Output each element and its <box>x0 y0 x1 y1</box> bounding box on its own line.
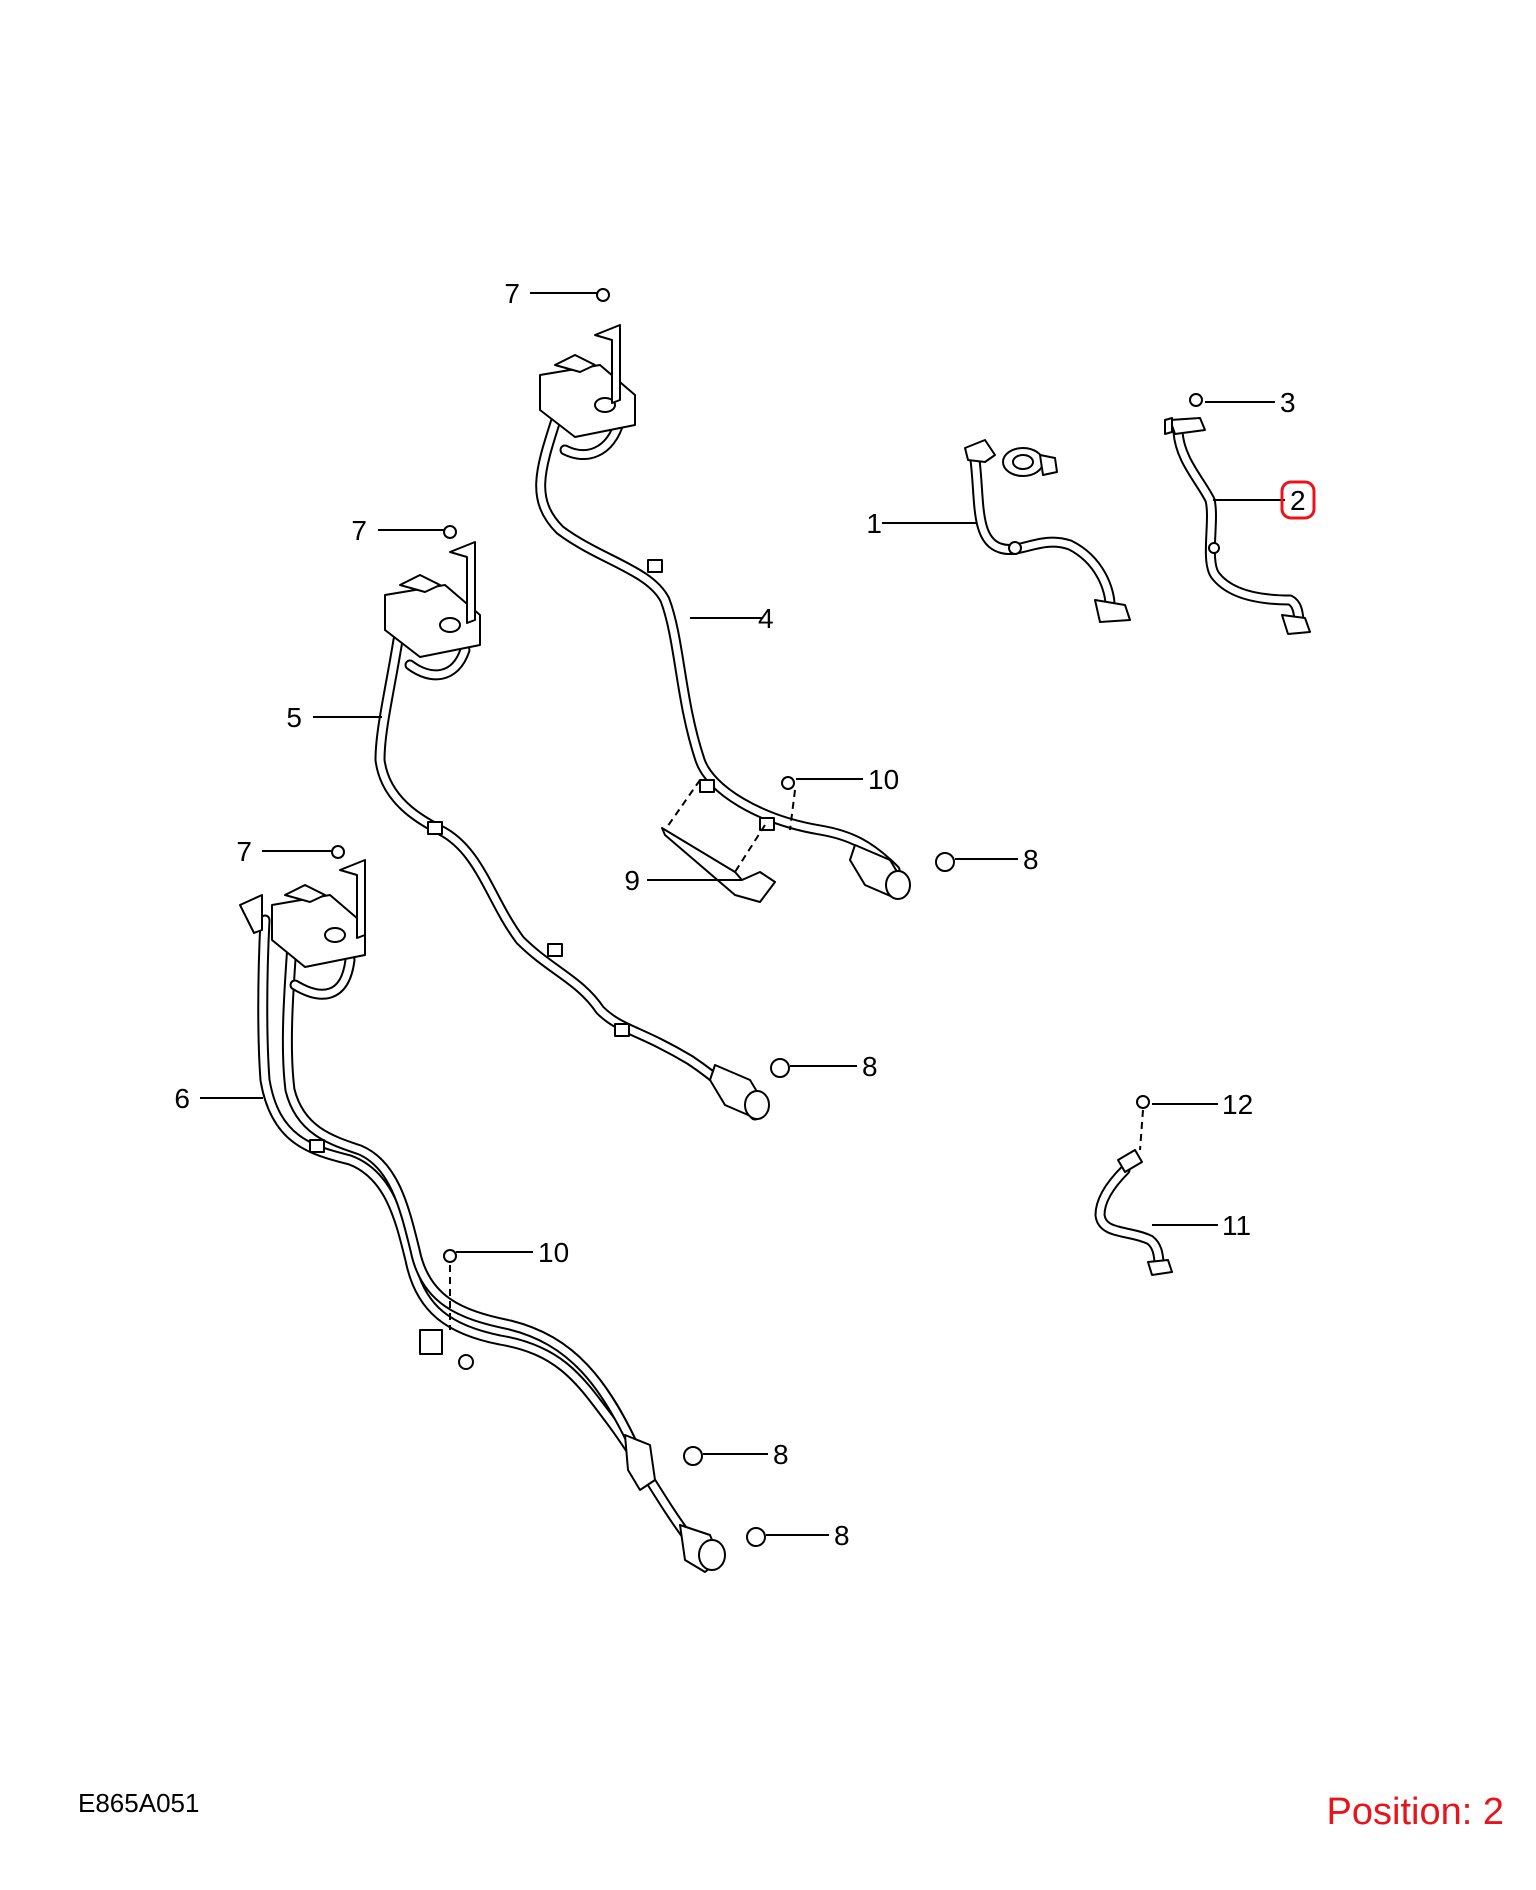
part-9-bracket <box>661 776 796 903</box>
callout-2-highlight <box>1280 480 1316 520</box>
part-6-cable <box>239 845 726 1573</box>
part-2-strap <box>1164 393 1311 635</box>
part-10-bolt <box>443 1249 457 1330</box>
callout-8-a[interactable]: 8 <box>1023 844 1039 875</box>
callout-3[interactable]: 3 <box>1280 387 1296 418</box>
callout-1[interactable]: 1 <box>866 508 882 539</box>
callout-6[interactable]: 6 <box>174 1083 190 1114</box>
part-11-strap <box>1094 1095 1173 1276</box>
callout-8-c[interactable]: 8 <box>773 1439 789 1470</box>
callout-labels: 1 2 3 4 5 6 7 7 7 8 8 8 8 9 10 10 11 12 <box>174 278 1305 1551</box>
diagram-code: E865A051 <box>78 1788 199 1818</box>
callout-8-b[interactable]: 8 <box>862 1051 878 1082</box>
callout-8-d[interactable]: 8 <box>834 1520 850 1551</box>
leader-lines <box>200 292 1285 1536</box>
callout-10-b[interactable]: 10 <box>538 1237 569 1268</box>
callout-12[interactable]: 12 <box>1222 1089 1253 1120</box>
part-1-cable <box>964 439 1131 623</box>
callout-7-top[interactable]: 7 <box>504 278 520 309</box>
callout-7-bottom[interactable]: 7 <box>236 836 252 867</box>
part-4-cable <box>535 288 911 900</box>
part-8-nuts <box>683 852 955 1547</box>
callout-10-a[interactable]: 10 <box>868 764 899 795</box>
callout-9[interactable]: 9 <box>624 865 640 896</box>
callout-4[interactable]: 4 <box>758 603 774 634</box>
callout-5[interactable]: 5 <box>286 702 302 733</box>
position-label: Position: 2 <box>1327 1791 1504 1833</box>
callout-11[interactable]: 11 <box>1222 1210 1251 1241</box>
callout-2[interactable]: 2 <box>1290 485 1306 516</box>
callout-7-middle[interactable]: 7 <box>351 515 367 546</box>
part-5-cable <box>374 525 770 1121</box>
